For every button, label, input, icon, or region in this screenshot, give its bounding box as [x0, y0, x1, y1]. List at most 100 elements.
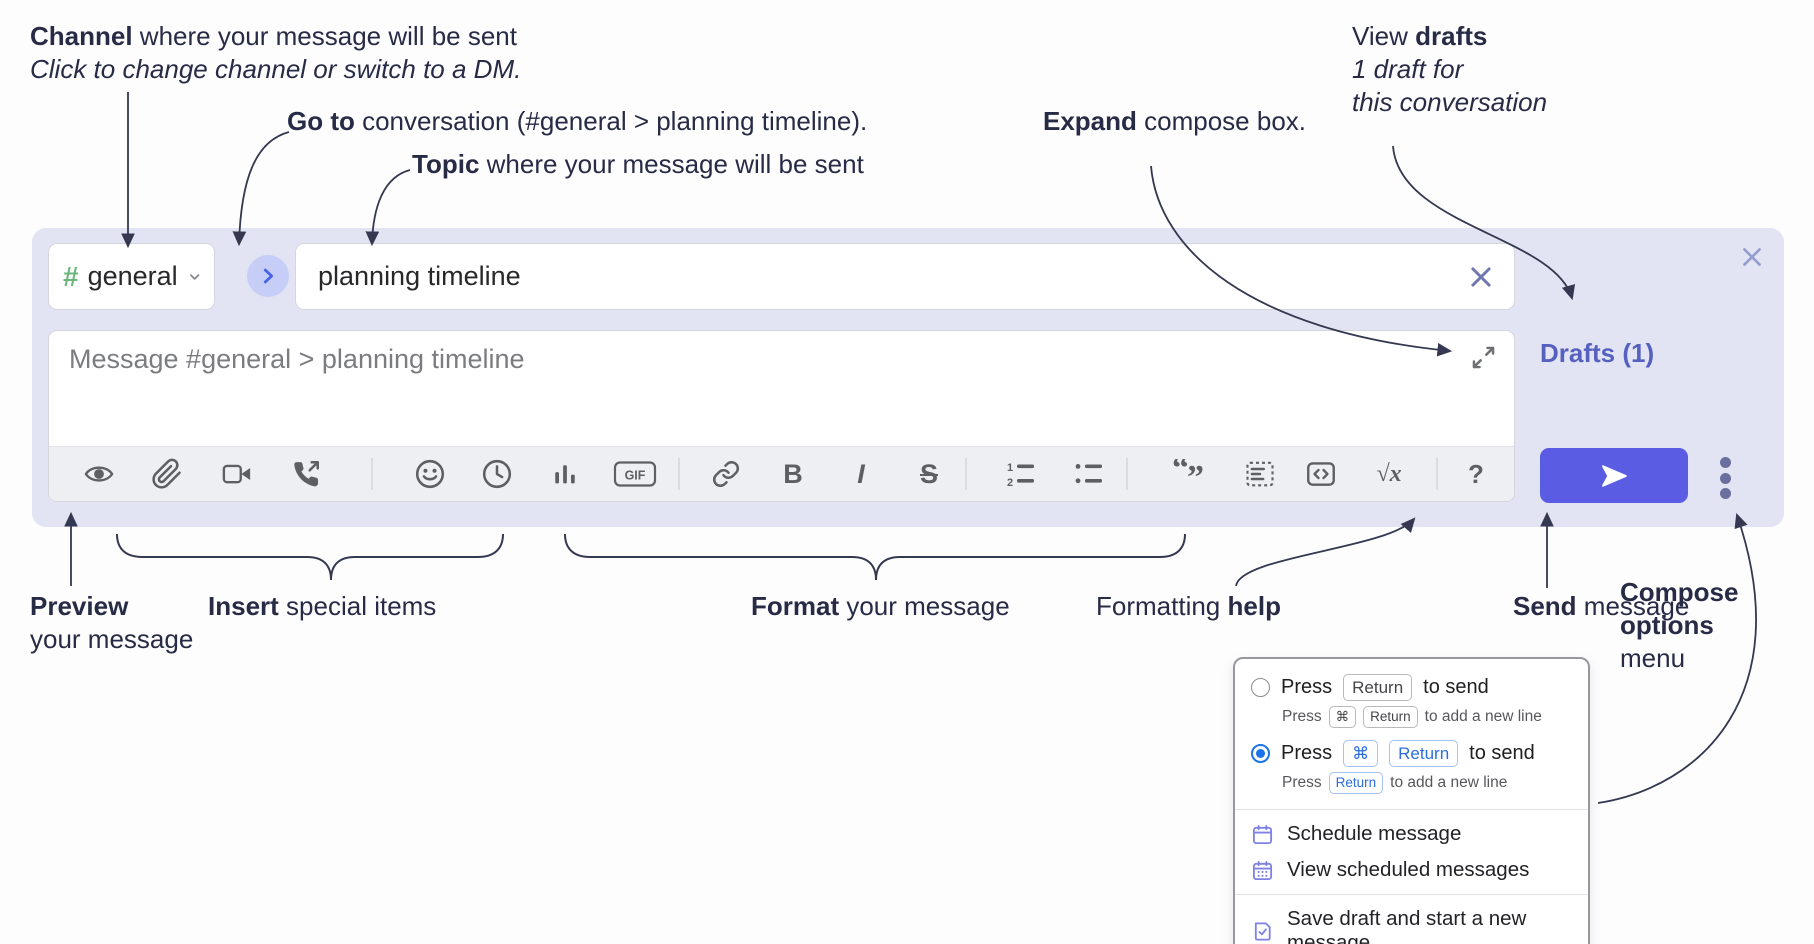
formatting-help-button[interactable]: ? [1454, 452, 1498, 496]
kebab-dot [1719, 472, 1731, 484]
code-button[interactable] [1299, 452, 1343, 496]
video-clip-button[interactable] [215, 452, 259, 496]
video-camera-icon [222, 464, 251, 484]
annotation-expand: Expand compose box. [1043, 106, 1307, 136]
poll-chart-button[interactable] [543, 452, 587, 496]
svg-text:1: 1 [1007, 462, 1013, 474]
paperclip-icon [152, 458, 181, 489]
chevron-down-icon [189, 273, 199, 280]
compose-box: # general [32, 228, 1784, 527]
calendar-icon [1252, 824, 1273, 844]
attach-file-button[interactable] [145, 452, 189, 496]
bar-chart-icon [555, 465, 575, 484]
gif-button[interactable]: GIF [609, 452, 661, 496]
code-icon [1307, 462, 1335, 486]
send-button[interactable] [1540, 448, 1688, 503]
bold-button[interactable]: B [771, 452, 815, 496]
emoji-smiley-icon [415, 459, 445, 489]
annotation-compose-options: Compose options menu [1620, 577, 1739, 673]
emoji-button[interactable] [408, 452, 452, 496]
cmd-keycap: ⌘ [1343, 740, 1379, 767]
formatting-toolbar: GIF B [49, 446, 1514, 501]
kebab-dot [1719, 457, 1731, 468]
annotation-format: Format your message [751, 591, 1010, 621]
audio-clip-button[interactable] [284, 452, 328, 496]
annotation-formatting-help: Formatting help [1096, 591, 1281, 621]
save-draft-icon [1254, 921, 1271, 941]
message-compose-area: GIF B [48, 330, 1515, 502]
annotation-insert: Insert special items [208, 591, 437, 621]
brace-format-message [564, 533, 1186, 581]
menu-item-save-draft[interactable]: Save draft and start a new message [1235, 901, 1588, 944]
expand-compose-button[interactable] [1468, 342, 1498, 372]
annotation-channel: Channel where your message will be sent … [30, 20, 521, 86]
strikethrough-icon: S [919, 458, 938, 489]
clock-icon [482, 459, 512, 489]
svg-text:“: “ [1172, 459, 1189, 487]
kebab-dot [1719, 488, 1731, 499]
bulleted-list-button[interactable] [1067, 452, 1111, 496]
close-compose-button[interactable] [1737, 242, 1767, 272]
bulleted-list-icon [1075, 464, 1102, 484]
menu-item-view-scheduled[interactable]: View scheduled messages [1235, 852, 1588, 888]
brace-insert-items [116, 533, 504, 581]
channel-name: general [87, 261, 178, 291]
question-mark-icon: ? [1468, 458, 1484, 489]
link-icon [713, 461, 739, 487]
toolbar-divider [1126, 458, 1128, 490]
radio-unselected-icon[interactable] [1251, 678, 1270, 697]
blockquote-icon: “ ” [1172, 459, 1204, 489]
svg-text:GIF: GIF [625, 469, 646, 483]
channel-hash-icon: # [63, 260, 79, 292]
compose-options-menu: Press Return to send Press ⌘ Return to a… [1233, 657, 1590, 944]
schedule-clock-button[interactable] [475, 452, 519, 496]
eye-preview-icon [84, 466, 114, 482]
annotation-preview: Preview your message [30, 591, 194, 654]
annotation-channel-line1: Channel where your message will be sent [30, 21, 517, 51]
connector-formatting-help [1235, 517, 1416, 587]
toolbar-divider [1436, 458, 1438, 490]
preview-button[interactable] [77, 452, 121, 496]
go-to-conversation-button[interactable] [247, 255, 289, 297]
option-return-to-send[interactable]: Press Return to send [1235, 671, 1588, 704]
annotation-view-drafts: View drafts 1 draft for this conversatio… [1352, 21, 1548, 117]
phone-call-icon [294, 461, 319, 487]
channel-selector[interactable]: # general [48, 243, 215, 310]
topic-input[interactable] [316, 260, 1464, 293]
formula-button[interactable]: √x [1367, 452, 1411, 496]
expand-icon [1472, 346, 1494, 368]
radio-selected-icon[interactable] [1251, 744, 1270, 763]
option-cmd-return-to-send[interactable]: Press ⌘ Return to send [1235, 737, 1588, 770]
x-clear-icon [1471, 266, 1491, 287]
svg-text:2: 2 [1007, 477, 1013, 488]
return-keycap: Return [1343, 674, 1413, 701]
toolbar-divider [965, 458, 967, 490]
topic-field [295, 243, 1515, 310]
bold-icon: B [783, 458, 803, 489]
compose-options-button[interactable] [1713, 455, 1737, 501]
annotation-view-drafts-line1: View drafts [1352, 21, 1488, 51]
message-input[interactable] [49, 331, 1514, 445]
ordered-list-button[interactable]: 1 2 [999, 452, 1043, 496]
chevron-right-icon [263, 268, 274, 284]
calendar-scheduled-icon [1252, 860, 1273, 880]
drafts-link[interactable]: Drafts (1) [1540, 338, 1655, 368]
menu-item-schedule-message[interactable]: Schedule message [1235, 816, 1588, 852]
menu-divider [1235, 894, 1588, 895]
gif-icon: GIF [613, 461, 657, 487]
cmd-keycap: ⌘ [1328, 706, 1357, 728]
option-return-to-send-hint: Press ⌘ Return to add a new line [1235, 704, 1588, 737]
formula-icon: √x [1376, 460, 1402, 487]
clear-topic-button[interactable] [1464, 260, 1498, 294]
toolbar-divider [371, 458, 373, 490]
italic-button[interactable]: I [839, 452, 883, 496]
ordered-list-icon: 1 2 [1007, 462, 1034, 488]
send-paper-plane-icon [1602, 464, 1627, 487]
blockquote-button[interactable]: “ ” [1167, 452, 1211, 496]
code-block-button[interactable] [1238, 452, 1282, 496]
strikethrough-button[interactable]: S [907, 452, 951, 496]
link-button[interactable] [704, 452, 748, 496]
option-cmd-return-to-send-hint: Press Return to add a new line [1235, 770, 1588, 803]
return-keycap: Return [1363, 706, 1418, 728]
